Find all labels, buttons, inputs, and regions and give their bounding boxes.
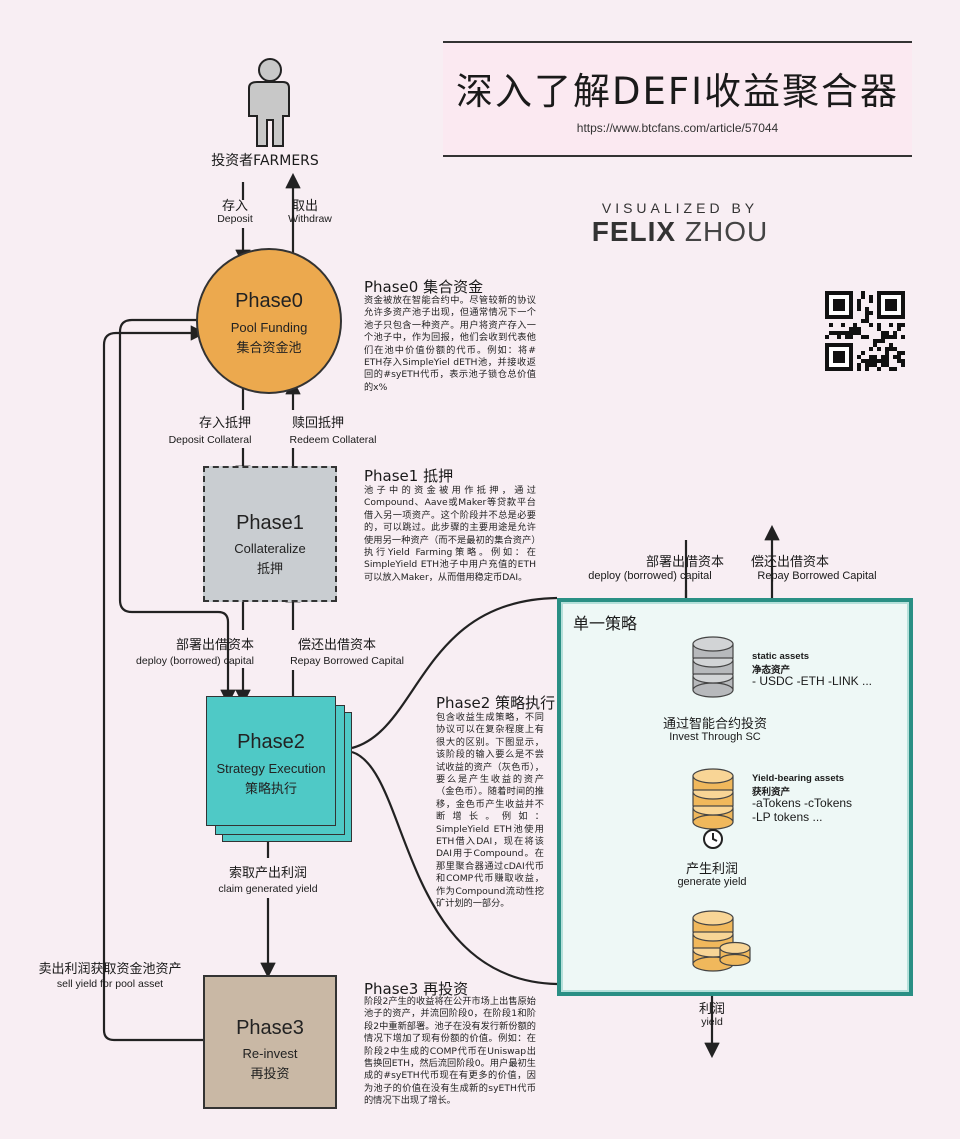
deposit-collateral-zh: 存入抵押 [198, 416, 251, 431]
phase3-node: Phase3 Re-invest 再投资 [203, 975, 337, 1109]
generate-yield-zh: 产生利润 [685, 862, 738, 877]
clock-icon [703, 829, 723, 849]
phase0-heading: Phase0 集合资金 [364, 278, 484, 296]
phase2-zh: 策略执行 [244, 782, 297, 797]
phase3-zh: 再投资 [250, 1067, 290, 1082]
invest-sc-zh: 通过智能合约投资 [662, 717, 767, 732]
deploy-capital-zh: 部署出借资本 [175, 638, 254, 653]
phase1-name: Phase1 [236, 512, 304, 534]
strategy-deploy-zh: 部署出借资本 [645, 555, 724, 570]
redeem-collateral-zh: 赎回抵押 [291, 416, 344, 431]
page-title: 深入了解DEFI收益聚合器 [455, 70, 900, 113]
credit-line: VISUALIZED BY [601, 200, 759, 216]
phase2-name: Phase2 [237, 731, 305, 753]
deposit-label-zh: 存入 [221, 199, 248, 214]
phase3-heading: Phase3 再投资 [364, 980, 469, 998]
single-strategy-panel: 单一策略 [557, 598, 913, 996]
strategy-deploy-en: deploy (borrowed) capital [588, 570, 712, 582]
strategy-repay-zh: 偿还出借资本 [750, 555, 829, 570]
phase3-description: 阶段2产生的收益将在公开市场上出售原始池子的资产，并流回阶段0，在阶段1和阶段2… [364, 996, 536, 1107]
withdraw-label-zh: 取出 [291, 199, 318, 214]
invest-sc-en: Invest Through SC [669, 731, 761, 743]
credit-name-light: ZHOU [684, 216, 769, 247]
phase2-heading: Phase2 策略执行 [436, 694, 556, 712]
phase1-node: Phase1 Collateralize 抵押 [203, 466, 337, 602]
phase3-name: Phase3 [236, 1017, 304, 1039]
static-coin-stack-icon [692, 636, 734, 698]
strategy-repay-en: Repay Borrowed Capital [757, 570, 877, 582]
withdraw-label-en: Withdraw [288, 213, 332, 225]
strategy-title: 单一策略 [573, 614, 638, 633]
phase0-node: Phase0 Pool Funding 集合资金池 [196, 248, 342, 394]
yield-assets-zh: 获利资产 [752, 787, 791, 798]
person-icon [248, 58, 290, 147]
sell-yield-zh: 卖出利润获取资金池资产 [38, 962, 182, 977]
static-assets-en: static assets [752, 651, 810, 662]
phase2-node: Phase2 Strategy Execution 策略执行 [206, 696, 336, 826]
static-assets-list: - USDC -ETH -LINK ... [752, 674, 873, 688]
phase3-en: Re-invest [242, 1046, 298, 1061]
profit-coin-stack-icon [692, 910, 751, 972]
claim-yield-zh: 索取产出利润 [228, 866, 307, 881]
phase0-description: 资金被放在智能合约中。尽管较新的协议允许多资产池子出现，但通常情况下一个池子只包… [364, 295, 536, 393]
sell-yield-en: sell yield for pool asset [56, 978, 164, 990]
phase2-en: Strategy Execution [216, 761, 326, 776]
repay-capital-en: Repay Borrowed Capital [290, 655, 404, 667]
credit-name-bold: FELIX [591, 216, 677, 247]
profit-zh: 利润 [698, 1002, 725, 1017]
phase1-en: Collateralize [234, 541, 306, 556]
phase0-zh: 集合资金池 [236, 341, 302, 356]
claim-yield-en: claim generated yield [218, 883, 318, 895]
qr-code-icon [825, 291, 905, 371]
investor-label: 投资者FARMERS [211, 153, 319, 169]
phase1-heading: Phase1 抵押 [364, 467, 454, 485]
deposit-label-en: Deposit [217, 213, 253, 225]
phase2-description: 包含收益生成策略，不同协议可以在复杂程度上有很大的区别。下图显示，该阶段的输入要… [436, 712, 544, 910]
phase1-zh: 抵押 [256, 562, 283, 577]
credit-name: FELIX ZHOU [560, 216, 800, 248]
yield-assets-list-1: -aTokens -cTokens [752, 796, 853, 810]
profit-en: yield [701, 1016, 723, 1028]
source-url: https://www.btcfans.com/article/57044 [576, 121, 779, 135]
yield-assets-list-2: -LP tokens ... [752, 810, 823, 824]
deposit-collateral-en: Deposit Collateral [168, 434, 252, 446]
title-banner: 深入了解DEFI收益聚合器 https://www.btcfans.com/ar… [443, 41, 912, 157]
yield-assets-en: Yield-bearing assets [752, 773, 845, 784]
repay-capital-zh: 偿还出借资本 [297, 638, 376, 653]
deploy-capital-en: deploy (borrowed) capital [136, 655, 254, 667]
phase0-en: Pool Funding [230, 320, 308, 335]
redeem-collateral-en: Redeem Collateral [289, 434, 377, 446]
phase1-description: 池子中的资金被用作抵押，通过Compound、Aave或Maker等贷款平台借入… [364, 485, 536, 583]
static-assets-zh: 净态资产 [752, 665, 791, 676]
yield-coin-stack-icon [692, 768, 734, 830]
phase0-name: Phase0 [235, 290, 303, 312]
generate-yield-en: generate yield [677, 876, 747, 888]
